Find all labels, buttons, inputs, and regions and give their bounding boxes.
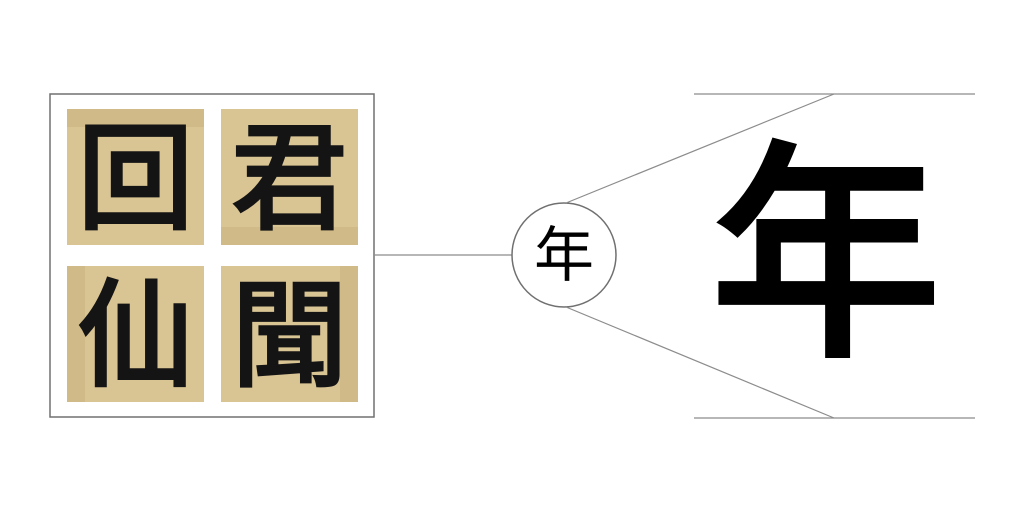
character-tile: 仙 xyxy=(67,266,204,404)
center-node-circle xyxy=(511,202,617,308)
character-tile: 回 xyxy=(67,109,204,247)
tile-character: 回 xyxy=(78,111,194,247)
character-tile: 聞 xyxy=(221,266,358,404)
source-characters-panel: 回 君 仙 聞 xyxy=(49,93,375,418)
center-node-character: 年 xyxy=(534,221,594,291)
result-panel: 年 xyxy=(694,93,975,419)
tile-character: 君 xyxy=(232,111,348,247)
tile-character: 仙 xyxy=(78,268,194,404)
character-tile: 君 xyxy=(221,109,358,247)
funnel-line-top xyxy=(565,93,835,204)
tile-character: 聞 xyxy=(232,268,348,404)
result-character: 年 xyxy=(711,121,941,391)
funnel-line-bottom xyxy=(565,306,835,419)
center-node: 年 xyxy=(511,202,617,308)
